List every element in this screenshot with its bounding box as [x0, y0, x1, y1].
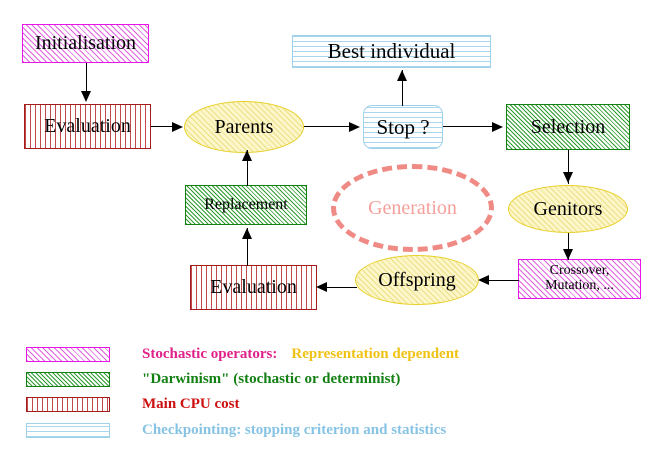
node-selection-label: Selection [530, 115, 606, 138]
arrowhead-crossover-to-offspring [478, 275, 489, 285]
legend-row-checkpointing: Checkpointing: stopping criterion and st… [26, 422, 446, 439]
legend-label-checkpointing: Checkpointing: stopping criterion and st… [142, 422, 447, 438]
arrowhead-genitors-to-crossover [563, 249, 573, 260]
node-replacement-label: Replacement [204, 195, 288, 213]
arrowhead-initialisation-to-evaluation [81, 91, 91, 102]
node-offspring[interactable]: Offspring [355, 255, 479, 305]
edge-parents-to-stop [304, 126, 358, 127]
edge-selection-to-genitors [568, 150, 569, 184]
node-genitors[interactable]: Genitors [508, 185, 628, 233]
node-offspring-label: Offspring [378, 268, 456, 291]
legend-swatch-green [26, 372, 110, 387]
edge-stop-to-best-individual [402, 70, 403, 106]
node-evaluation-bottom-label: Evaluation [210, 276, 297, 298]
node-crossover-mutation-label: Crossover, Mutation, ... [545, 263, 614, 293]
legend-label-darwinism: "Darwinism" (stochastic or determinist) [142, 371, 401, 387]
node-stop[interactable]: Stop ? [363, 105, 443, 149]
edge-replacement-to-parents [247, 150, 248, 186]
edge-offspring-to-evaluation [319, 287, 357, 288]
node-evaluation-top[interactable]: Evaluation [24, 104, 151, 149]
node-best-individual[interactable]: Best individual [292, 35, 491, 68]
node-initialisation[interactable]: Initialisation [22, 24, 149, 63]
arrowhead-parents-to-stop [349, 122, 360, 132]
legend-row-darwinism: "Darwinism" (stochastic or determinist) [26, 371, 400, 388]
node-replacement[interactable]: Replacement [185, 185, 307, 225]
arrowhead-evaluation-to-parents [172, 122, 183, 132]
legend-row-stochastic: Stochastic operators: Representation dep… [26, 346, 459, 363]
node-parents[interactable]: Parents [184, 101, 304, 153]
edge-evaluation-to-replacement [247, 228, 248, 266]
arrowhead-evaluation-to-replacement [242, 228, 252, 239]
legend-swatch-blue [26, 423, 110, 438]
node-generation: Generation [331, 164, 494, 252]
node-initialisation-label: Initialisation [34, 32, 137, 54]
edge-genitors-to-crossover [568, 233, 569, 260]
node-parents-label: Parents [214, 115, 274, 138]
node-crossover-mutation[interactable]: Crossover, Mutation, ... [518, 259, 641, 299]
node-evaluation-top-label: Evaluation [44, 115, 131, 137]
node-selection[interactable]: Selection [506, 104, 630, 150]
arrowhead-selection-to-genitors [563, 172, 573, 183]
node-genitors-label: Genitors [533, 197, 603, 220]
arrowhead-replacement-to-parents [242, 150, 252, 161]
arrowhead-stop-to-best-individual [397, 70, 407, 81]
node-best-individual-label: Best individual [327, 39, 456, 64]
node-evaluation-bottom[interactable]: Evaluation [190, 265, 317, 310]
legend-row-cpu-cost: Main CPU cost [26, 396, 240, 413]
arrowhead-stop-to-selection [492, 122, 503, 132]
legend-label-representation-dependent: Representation dependent [291, 346, 460, 362]
node-stop-label: Stop ? [376, 114, 430, 139]
legend-label-stochastic: Stochastic operators: [142, 346, 278, 362]
legend-swatch-magenta [26, 347, 110, 362]
legend-swatch-red [26, 397, 110, 412]
edge-stop-to-selection [443, 126, 501, 127]
edge-evaluation-to-parents [151, 126, 179, 127]
arrowhead-offspring-to-evaluation [316, 282, 327, 292]
edge-initialisation-to-evaluation [86, 63, 87, 93]
edge-crossover-to-offspring [481, 280, 519, 281]
legend-label-cpu-cost: Main CPU cost [142, 396, 240, 412]
node-generation-label: Generation [368, 196, 457, 219]
